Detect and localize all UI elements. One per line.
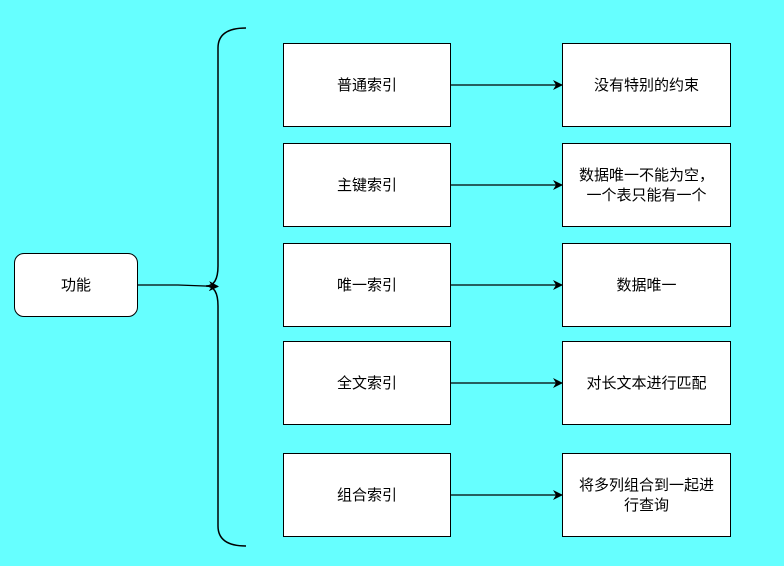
index-node-composite: 组合索引 xyxy=(283,453,451,537)
index-name: 唯一索引 xyxy=(336,275,397,294)
index-name: 组合索引 xyxy=(336,485,397,504)
index-description: 将多列组合到一起进 行查询 xyxy=(578,475,714,514)
index-node-primary: 主键索引 xyxy=(283,143,451,227)
index-description: 数据唯一不能为空， 一个表只能有一个 xyxy=(578,165,714,204)
description-node-composite: 将多列组合到一起进 行查询 xyxy=(562,453,731,537)
description-node-unique: 数据唯一 xyxy=(562,243,731,327)
index-description: 没有特别的约束 xyxy=(593,75,699,94)
description-node-primary: 数据唯一不能为空， 一个表只能有一个 xyxy=(562,143,731,227)
description-node-normal: 没有特别的约束 xyxy=(562,43,731,127)
index-node-normal: 普通索引 xyxy=(283,43,451,127)
index-description: 对长文本进行匹配 xyxy=(586,373,707,392)
index-description: 数据唯一 xyxy=(616,275,677,294)
root-arrow xyxy=(138,281,219,292)
index-node-unique: 唯一索引 xyxy=(283,243,451,327)
index-name: 普通索引 xyxy=(336,75,397,94)
root-node: 功能 xyxy=(14,253,138,317)
grouping-brace xyxy=(205,27,247,547)
index-node-fulltext: 全文索引 xyxy=(283,341,451,425)
root-label: 功能 xyxy=(60,275,91,294)
index-name: 主键索引 xyxy=(336,175,397,194)
description-node-fulltext: 对长文本进行匹配 xyxy=(562,341,731,425)
index-name: 全文索引 xyxy=(336,373,397,392)
